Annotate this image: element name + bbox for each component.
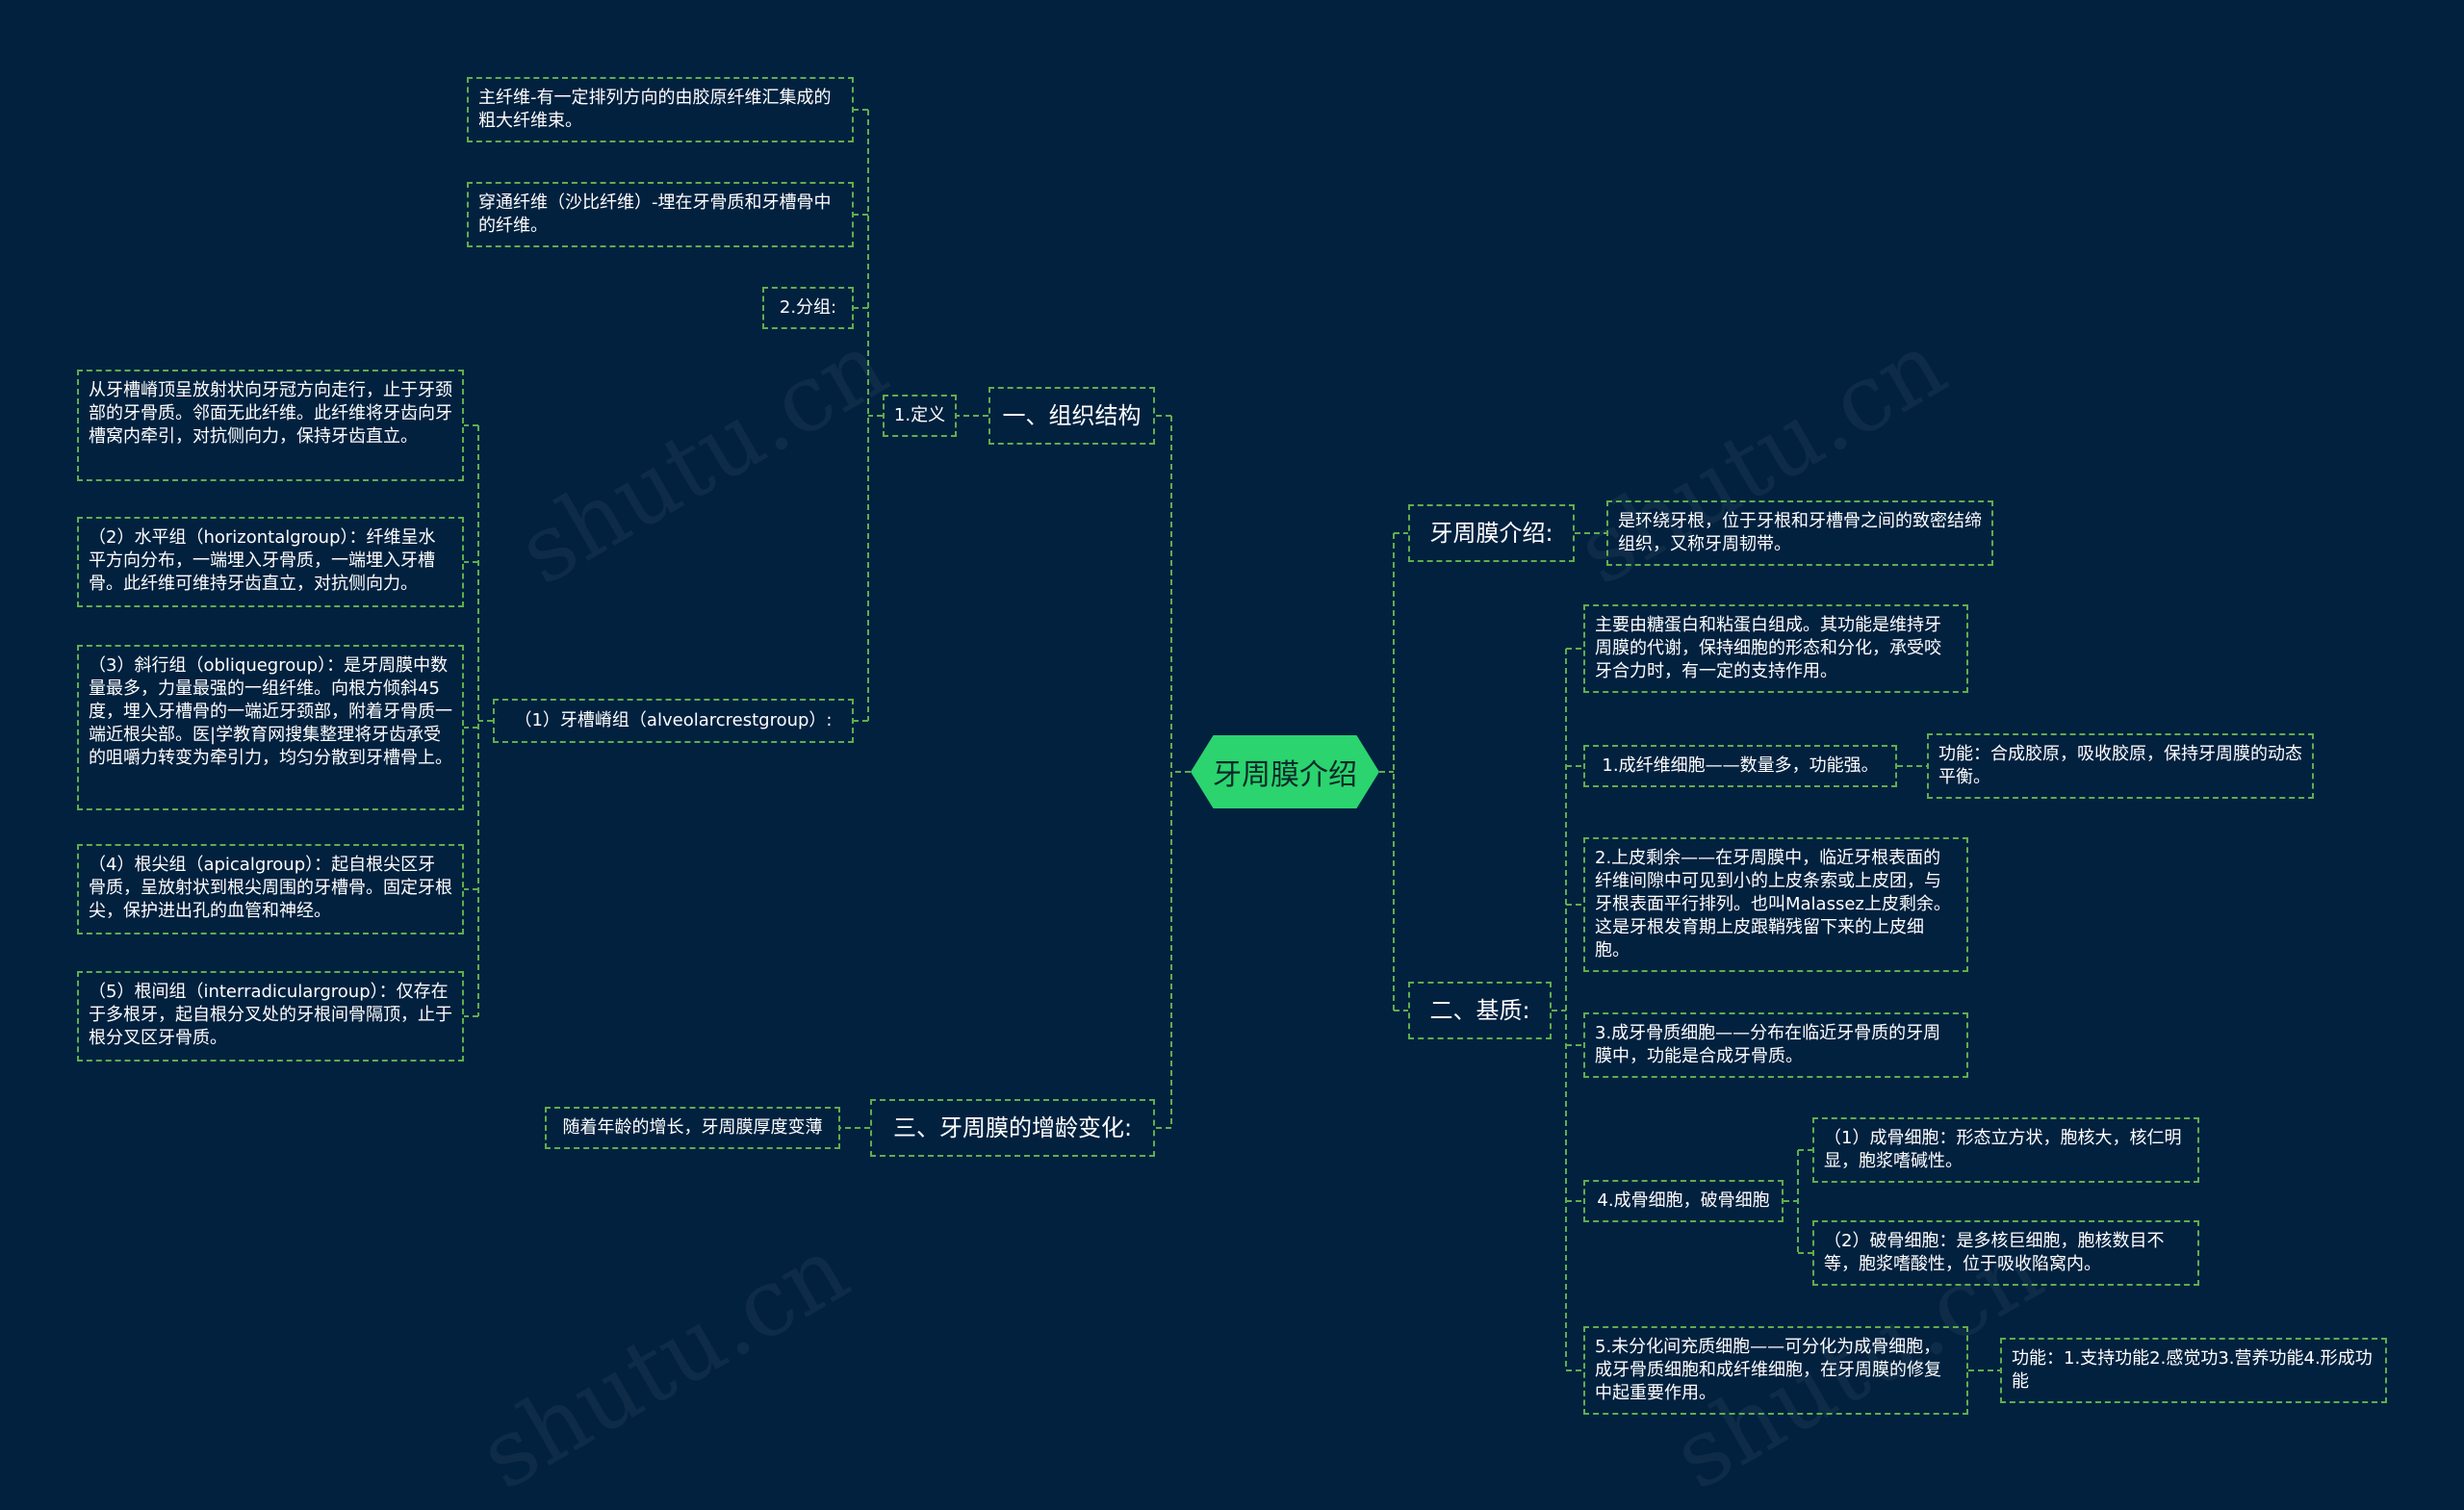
branch-matrix[interactable]: 二、基质: bbox=[1408, 982, 1552, 1039]
edge-definition-trunk bbox=[867, 110, 883, 721]
node-grouping[interactable]: 2.分组: bbox=[762, 287, 854, 329]
node-osteoblast[interactable]: （1）成骨细胞：形态立方状，胞核大，核仁明显，胞浆嗜碱性。 bbox=[1812, 1117, 2199, 1183]
node-osteo-cells[interactable]: 4.成骨细胞，破骨细胞 bbox=[1583, 1180, 1784, 1222]
node-alveolar-crest-desc[interactable]: 从牙槽嵴顶呈放射状向牙冠方向走行，止于牙颈部的牙骨质。邻面无此纤维。此纤维将牙齿… bbox=[77, 370, 464, 481]
node-fibroblast[interactable]: 1.成纤维细胞——数量多，功能强。 bbox=[1583, 745, 1897, 787]
branch-intro[interactable]: 牙周膜介绍: bbox=[1408, 504, 1575, 562]
node-osteoclast[interactable]: （2）破骨细胞：是多核巨细胞，胞核数目不等，胞浆嗜酸性，位于吸收陷窝内。 bbox=[1812, 1220, 2199, 1286]
node-periodontal-functions[interactable]: 功能：1.支持功能2.感觉功3.营养功能4.形成功能 bbox=[2000, 1338, 2387, 1403]
edge-alveolar-trunk bbox=[477, 425, 493, 1016]
node-matrix-desc[interactable]: 主要由糖蛋白和粘蛋白组成。其功能是维持牙周膜的代谢，保持细胞的形态和分化，承受咬… bbox=[1583, 604, 1968, 693]
edge-root-left bbox=[1170, 416, 1191, 1128]
node-apical-group[interactable]: （4）根尖组（apicalgroup）：起自根尖区牙骨质，呈放射状到根尖周围的牙… bbox=[77, 844, 464, 934]
node-alveolar-crest-group[interactable]: （1）牙槽嵴组（alveolarcrestgroup）: bbox=[493, 699, 854, 743]
branch-tissue-structure[interactable]: 一、组织结构 bbox=[988, 387, 1155, 445]
node-sharpey-fiber[interactable]: 穿通纤维（沙比纤维）-埋在牙骨质和牙槽骨中的纤维。 bbox=[467, 182, 854, 247]
branch-aging-changes[interactable]: 三、牙周膜的增龄变化: bbox=[870, 1099, 1155, 1157]
node-intro-desc[interactable]: 是环绕牙根，位于牙根和牙槽骨之间的致密结缔组织，又称牙周韧带。 bbox=[1606, 500, 1993, 566]
node-cementoblast[interactable]: 3.成牙骨质细胞——分布在临近牙骨质的牙周膜中，功能是合成牙骨质。 bbox=[1583, 1012, 1968, 1078]
node-main-fiber[interactable]: 主纤维-有一定排列方向的由胶原纤维汇集成的粗大纤维束。 bbox=[467, 77, 854, 142]
node-epithelial-rests[interactable]: 2.上皮剩余——在牙周膜中，临近牙根表面的纤维间隙中可见到小的上皮条索或上皮团，… bbox=[1583, 837, 1968, 972]
node-horizontal-group[interactable]: （2）水平组（horizontalgroup）：纤维呈水平方向分布，一端埋入牙骨… bbox=[77, 517, 464, 607]
root-topic[interactable]: 牙周膜介绍 bbox=[1191, 735, 1379, 808]
node-oblique-group[interactable]: （3）斜行组（obliquegroup）：是牙周膜中数量最多，力量最强的一组纤维… bbox=[77, 645, 464, 810]
node-mesenchymal-cells[interactable]: 5.未分化间充质细胞——可分化为成骨细胞，成牙骨质细胞和成纤维细胞，在牙周膜的修… bbox=[1583, 1326, 1968, 1415]
edge-osteo-trunk bbox=[1784, 1150, 1799, 1253]
node-fibroblast-function[interactable]: 功能：合成胶原，吸收胶原，保持牙周膜的动态平衡。 bbox=[1927, 733, 2314, 799]
node-definition[interactable]: 1.定义 bbox=[883, 395, 957, 437]
node-aging-desc[interactable]: 随着年龄的增长，牙周膜厚度变薄 bbox=[545, 1107, 840, 1149]
edge-root-right bbox=[1379, 533, 1395, 1011]
edge-b2-trunk bbox=[1552, 649, 1567, 1370]
node-interradicular-group[interactable]: （5）根间组（interradiculargroup）：仅存在于多根牙，起自根分… bbox=[77, 971, 464, 1062]
